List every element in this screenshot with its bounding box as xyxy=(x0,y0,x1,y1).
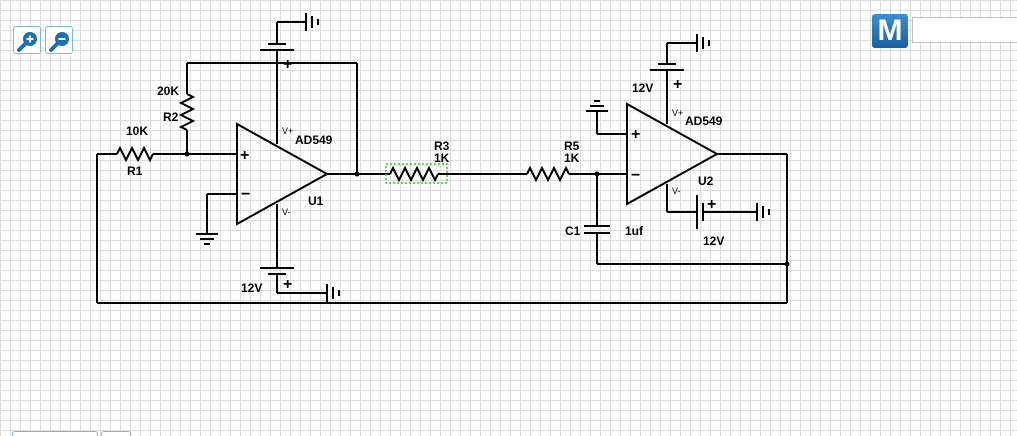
battery-u2-bottom-plus-sign: + xyxy=(707,196,716,213)
r1-name-label: R1 xyxy=(127,164,143,178)
u2-top-voltage-label: 12V xyxy=(632,81,653,95)
u2-vplus-label: V+ xyxy=(672,108,683,118)
battery-top-plus-sign: + xyxy=(283,56,292,73)
u2-part-label: AD549 xyxy=(685,114,723,128)
app-logo[interactable]: M xyxy=(872,14,908,48)
junction-dot xyxy=(784,261,790,267)
u1-plus-sign: + xyxy=(240,147,249,164)
r2-value-label: 20K xyxy=(157,84,179,98)
u2-minus-sign: − xyxy=(631,167,640,184)
r2-resistor[interactable] xyxy=(178,93,196,131)
u2-bottom-voltage-label: 12V xyxy=(703,234,724,248)
u1-vminus-label: V- xyxy=(282,207,291,217)
r2-name-label: R2 xyxy=(163,110,179,124)
junction-dot xyxy=(184,151,190,157)
battery-u2-top-plus-sign: + xyxy=(673,76,682,93)
u1-name-label: U1 xyxy=(308,194,324,208)
u1-vplus-label: V+ xyxy=(282,126,293,136)
search-input[interactable] xyxy=(912,17,1017,43)
r1-value-label: 10K xyxy=(126,124,148,138)
u1-part-label: AD549 xyxy=(295,133,333,147)
r5-resistor[interactable] xyxy=(526,165,570,183)
u2-plus-sign: + xyxy=(631,126,640,143)
zoom-in-button[interactable] xyxy=(13,26,41,54)
u1-voltage-label: 12V xyxy=(241,281,262,295)
r1-resistor[interactable] xyxy=(116,145,154,163)
bottom-tab-1[interactable] xyxy=(12,431,98,436)
r3-name-label: R3 xyxy=(434,139,450,153)
magnifier-plus-icon xyxy=(17,32,37,52)
u2-opamp[interactable] xyxy=(626,102,720,206)
u2-name-label: U2 xyxy=(698,174,714,188)
r5-value-label: 1K xyxy=(564,151,580,165)
r3-value-label: 1K xyxy=(434,151,450,165)
junction-dot xyxy=(354,171,360,177)
u1-opamp[interactable] xyxy=(236,122,330,226)
bottom-tab-2[interactable] xyxy=(101,431,131,436)
r5-name-label: R5 xyxy=(564,139,580,153)
c1-value-label: 1uf xyxy=(625,224,644,238)
c1-name-label: C1 xyxy=(565,224,581,238)
zoom-out-button[interactable] xyxy=(45,26,73,54)
junction-dot xyxy=(594,171,600,177)
battery-bottom-plus-sign: + xyxy=(283,276,292,293)
r3-resistor[interactable] xyxy=(389,165,439,183)
u1-minus-sign: − xyxy=(241,186,250,203)
u2-vminus-label: V- xyxy=(672,186,681,196)
magnifier-minus-icon xyxy=(49,32,69,52)
